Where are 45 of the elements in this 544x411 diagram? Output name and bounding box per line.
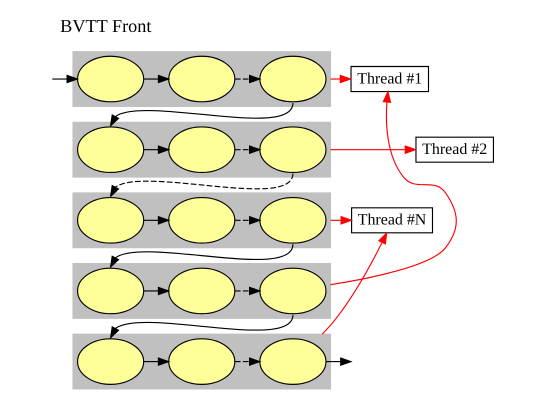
node-circle bbox=[168, 126, 236, 174]
arrow bbox=[330, 145, 418, 154]
arrow bbox=[52, 74, 80, 84]
node-circle bbox=[77, 56, 144, 102]
node-box: Thread #2 bbox=[415, 136, 494, 163]
arrow bbox=[110, 314, 294, 340]
node-circle bbox=[168, 56, 236, 102]
node-circle bbox=[259, 126, 327, 174]
node-circle bbox=[259, 268, 327, 314]
node-circle bbox=[77, 268, 144, 314]
cluster bbox=[72, 192, 332, 248]
arrow bbox=[330, 90, 457, 286]
arrow bbox=[144, 357, 170, 366]
node-circle bbox=[77, 338, 144, 385]
node-circle bbox=[168, 268, 236, 314]
arrow bbox=[110, 102, 294, 128]
arrow bbox=[144, 286, 170, 296]
node-circle bbox=[77, 126, 144, 174]
arrow bbox=[144, 74, 170, 84]
arrow bbox=[144, 216, 170, 225]
node-circle bbox=[77, 196, 144, 244]
cluster bbox=[72, 334, 332, 390]
arrow bbox=[330, 74, 352, 84]
arrow bbox=[110, 173, 294, 198]
node-circle bbox=[168, 196, 236, 244]
cluster bbox=[72, 51, 332, 107]
node-box: Thread #N bbox=[351, 207, 434, 234]
node-circle bbox=[259, 196, 327, 244]
arrow bbox=[234, 357, 262, 366]
node-circle bbox=[259, 338, 327, 385]
arrow bbox=[234, 286, 262, 296]
cluster bbox=[72, 122, 332, 178]
cluster bbox=[72, 263, 332, 319]
arrow bbox=[234, 145, 262, 154]
node-box: Thread #1 bbox=[350, 66, 430, 92]
arrow bbox=[110, 244, 294, 269]
arrow bbox=[234, 216, 262, 225]
diagram-title: BVTT Front bbox=[60, 16, 152, 36]
arrow bbox=[326, 357, 353, 366]
node-circle bbox=[168, 338, 236, 385]
node-circle bbox=[259, 56, 327, 102]
arrow bbox=[330, 216, 354, 225]
arrow bbox=[234, 74, 262, 84]
arrow bbox=[144, 145, 170, 154]
arrow bbox=[322, 232, 388, 335]
